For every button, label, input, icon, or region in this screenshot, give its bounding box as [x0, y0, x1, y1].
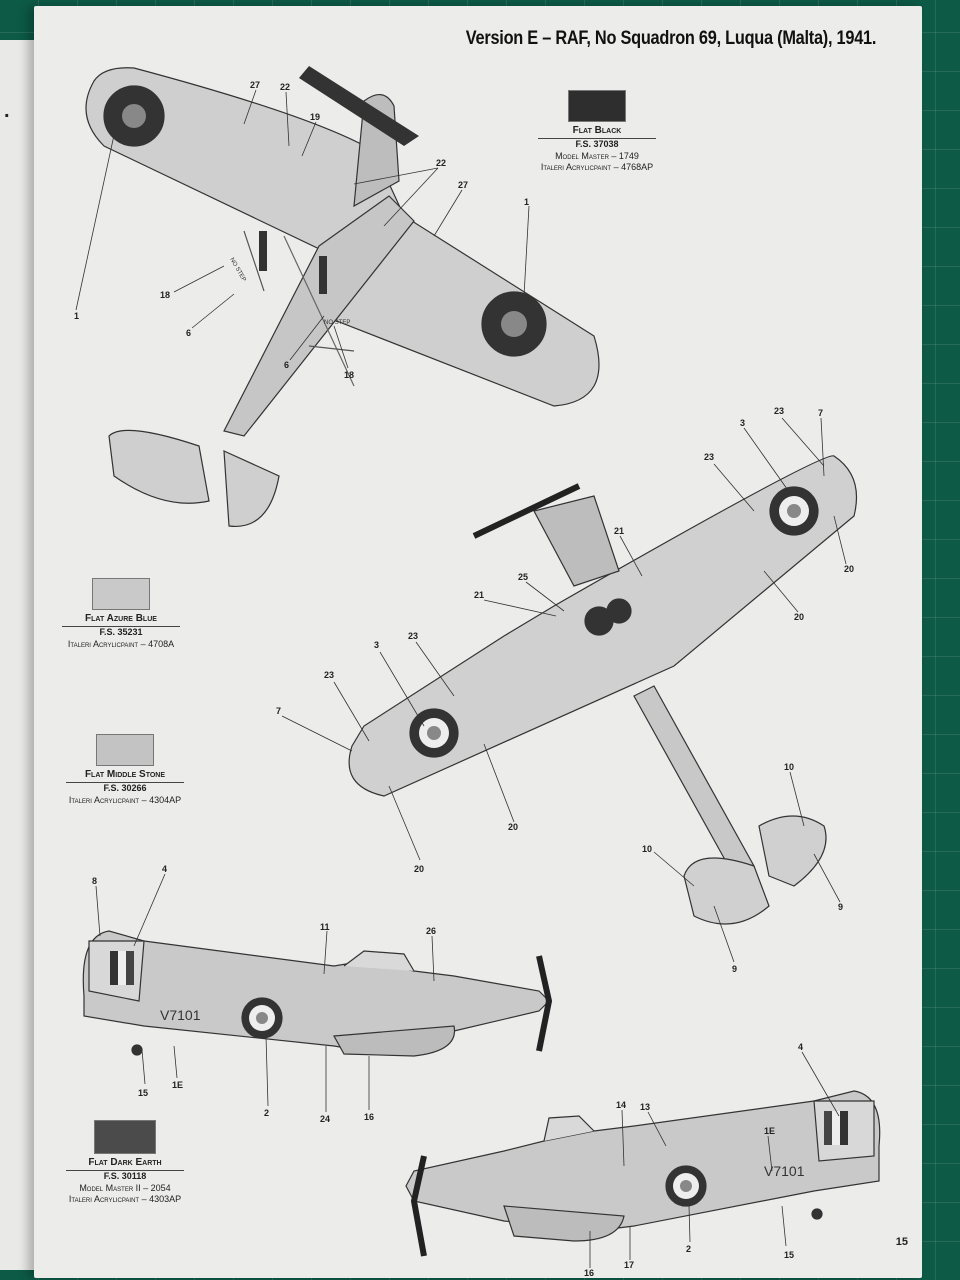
callout-label: 16: [584, 1268, 594, 1278]
swatch-flat-middle-stone: Flat Middle Stone F.S. 30266 Italeri Acr…: [60, 734, 190, 806]
swatch-name: Flat Dark Earth: [66, 1156, 184, 1171]
callout-label: 23: [704, 452, 714, 462]
callout-label: 16: [364, 1112, 374, 1122]
color-chip: [94, 1120, 156, 1154]
callout-label: 23: [774, 406, 784, 416]
callout-label: 20: [794, 612, 804, 622]
serial-marking: V7101: [160, 1007, 201, 1023]
swatch-line: Model Master – 1749: [555, 150, 639, 161]
swatch-line: Italeri Acrylicpaint – 4768AP: [540, 162, 654, 173]
underside-view-aircraft: [348, 455, 858, 925]
callout-label: 4: [162, 864, 167, 874]
callout-label: 3: [374, 640, 379, 650]
serial-marking: V7101: [764, 1163, 805, 1179]
callout-label: 23: [408, 631, 418, 641]
right-side-view-aircraft: V7101: [405, 1090, 881, 1257]
left-side-view-aircraft: V7101: [82, 930, 553, 1057]
swatch-name: Flat Azure Blue: [62, 612, 180, 627]
swatch-fs: F.S. 30118: [103, 1171, 147, 1181]
callout-label: 15: [138, 1088, 148, 1098]
callout-label: 21: [474, 590, 484, 600]
swatch-line: Italeri Acrylicpaint – 4303AP: [68, 1194, 182, 1205]
stencil-no-step: NO STEP: [228, 257, 246, 283]
stencil-no-step: NO STEP: [324, 320, 350, 326]
callout-label: 10: [784, 762, 794, 772]
aircraft-drawings: V7101 V7101 NO STEP NO STEP: [74, 66, 881, 1278]
callout-label: 8: [92, 876, 97, 886]
swatch-line: Italeri Acrylicpaint – 4304AP: [68, 794, 182, 805]
instruction-page: Version E – RAF, No Squadron 69, Luqua (…: [34, 6, 922, 1278]
callout-label: 22: [436, 158, 446, 168]
callout-label: 1E: [172, 1080, 183, 1090]
color-chip: [96, 734, 154, 766]
callout-numbers: 1 1 27 27 22 22 19 18 18 6 6 3 3 23 23 2…: [74, 80, 854, 1278]
callout-label: 19: [310, 112, 320, 122]
color-chip: [92, 578, 150, 610]
callout-label: 25: [518, 572, 528, 582]
callout-label: 27: [458, 180, 468, 190]
callout-label: 6: [186, 328, 191, 338]
callout-label: 20: [414, 864, 424, 874]
callout-label: 1: [524, 197, 529, 207]
callout-label: 23: [324, 670, 334, 680]
swatch-fs: F.S. 37038: [575, 139, 619, 149]
callout-label: 17: [624, 1260, 634, 1270]
swatch-name: Flat Black: [538, 124, 656, 139]
callout-label: 14: [616, 1100, 626, 1110]
left-page-glyph: .: [4, 100, 10, 122]
page-title: Version E – RAF, No Squadron 69, Luqua (…: [465, 28, 877, 49]
callout-label: 7: [276, 706, 281, 716]
callout-label: 1E: [764, 1126, 775, 1136]
callout-label: 9: [732, 964, 737, 974]
callout-label: 26: [426, 926, 436, 936]
swatch-flat-azure-blue: Flat Azure Blue F.S. 35231 Italeri Acryl…: [56, 578, 186, 650]
callout-leader-lines: [75, 89, 847, 1268]
callout-label: 27: [250, 80, 260, 90]
callout-label: 2: [686, 1244, 691, 1254]
page-number: 15: [895, 1236, 908, 1248]
swatch-fs: F.S. 35231: [99, 627, 143, 637]
callout-label: 3: [740, 418, 745, 428]
callout-label: 7: [818, 408, 823, 418]
color-chip: [568, 90, 626, 122]
callout-label: 24: [320, 1114, 330, 1124]
swatch-fs: F.S. 30266: [103, 783, 147, 793]
swatch-flat-black: Flat Black F.S. 37038 Model Master – 174…: [532, 90, 662, 174]
callout-label: 6: [284, 360, 289, 370]
top-view-aircraft: [85, 66, 600, 527]
callout-label: 9: [838, 902, 843, 912]
swatch-flat-dark-earth: Flat Dark Earth F.S. 30118 Model Master …: [60, 1120, 190, 1206]
callout-label: 10: [642, 844, 652, 854]
callout-label: 20: [844, 564, 854, 574]
callout-label: 4: [798, 1042, 803, 1052]
callout-label: 11: [320, 922, 330, 932]
swatch-line: Model Master II – 2054: [79, 1182, 171, 1193]
callout-label: 22: [280, 82, 290, 92]
swatch-name: Flat Middle Stone: [66, 768, 184, 783]
callout-label: 18: [160, 290, 170, 300]
callout-label: 18: [344, 370, 354, 380]
callout-label: 2: [264, 1108, 269, 1118]
callout-label: 1: [74, 311, 79, 321]
callout-label: 21: [614, 526, 624, 536]
swatch-line: Italeri Acrylicpaint – 4708A: [67, 638, 175, 649]
callout-label: 20: [508, 822, 518, 832]
callout-label: 15: [784, 1250, 794, 1260]
callout-label: 13: [640, 1102, 650, 1112]
